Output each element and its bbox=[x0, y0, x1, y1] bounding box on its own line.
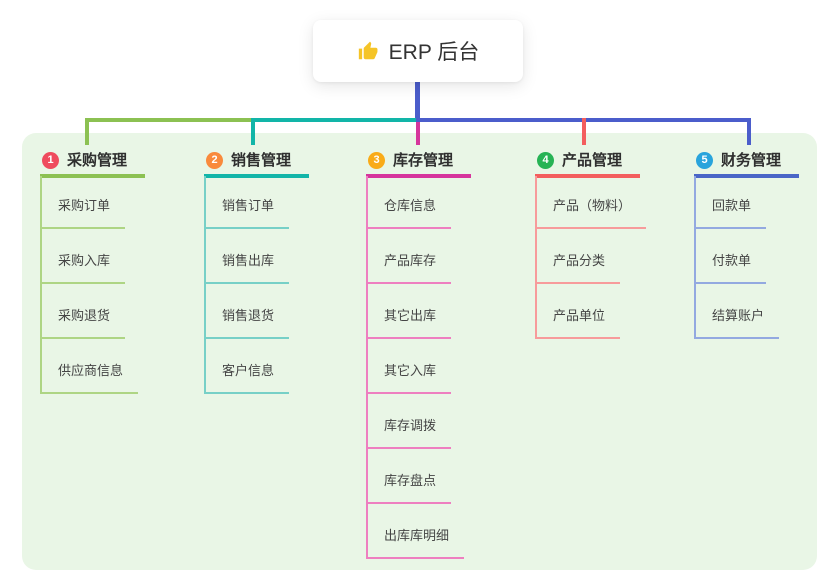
branch-children: 产品（物料） 产品分类产品单位 bbox=[535, 178, 647, 339]
connector-segment-green bbox=[85, 118, 253, 122]
child-node[interactable]: 销售退货 bbox=[204, 307, 290, 339]
child-node[interactable]: 其它入库 bbox=[366, 362, 452, 394]
child-node[interactable]: 采购订单 bbox=[40, 197, 126, 229]
root-node[interactable]: ERP 后台 bbox=[313, 20, 523, 82]
child-node[interactable]: 销售订单 bbox=[204, 197, 290, 229]
branch-label: 销售管理 bbox=[231, 152, 292, 169]
child-node[interactable]: 其它出库 bbox=[366, 307, 452, 339]
branch-trunk-line bbox=[535, 176, 537, 339]
branch-header-inventory[interactable]: 3 库存管理 bbox=[366, 152, 472, 178]
branch-number-badge: 2 bbox=[206, 152, 223, 169]
child-node[interactable]: 产品（物料） bbox=[535, 197, 647, 229]
child-node[interactable]: 产品库存 bbox=[366, 252, 452, 284]
branch-children: 仓库信息产品库存其它出库其它入库库存调拨库存盘点出库库明细 bbox=[366, 178, 471, 559]
branch-purchase: 1 采购管理 采购订单采购入库采购退货供应商信息 bbox=[40, 150, 146, 394]
child-node[interactable]: 出库库明细 bbox=[366, 527, 465, 559]
child-node[interactable]: 产品分类 bbox=[535, 252, 621, 284]
drop-line-purchase bbox=[85, 118, 89, 145]
branch-number-badge: 1 bbox=[42, 152, 59, 169]
child-node[interactable]: 采购退货 bbox=[40, 307, 126, 339]
branch-header-sales[interactable]: 2 销售管理 bbox=[204, 152, 310, 178]
branch-finance: 5 财务管理 回款单付款单结算账户 bbox=[694, 150, 800, 339]
connector-segment-teal bbox=[253, 118, 416, 122]
child-node[interactable]: 销售出库 bbox=[204, 252, 290, 284]
branch-children: 销售订单销售出库销售退货客户信息 bbox=[204, 178, 309, 394]
branch-number-badge: 4 bbox=[537, 152, 554, 169]
branch-label: 采购管理 bbox=[67, 152, 128, 169]
drop-line-sales bbox=[251, 118, 255, 145]
child-node[interactable]: 供应商信息 bbox=[40, 362, 139, 394]
child-node[interactable]: 仓库信息 bbox=[366, 197, 452, 229]
thumbs-up-icon bbox=[357, 40, 379, 62]
child-node[interactable]: 产品单位 bbox=[535, 307, 621, 339]
branch-trunk-line bbox=[40, 176, 42, 394]
branch-sales: 2 销售管理 销售订单销售出库销售退货客户信息 bbox=[204, 150, 310, 394]
branch-children: 回款单付款单结算账户 bbox=[694, 178, 799, 339]
branch-product: 4 产品管理 产品（物料） 产品分类产品单位 bbox=[535, 150, 647, 339]
branch-header-product[interactable]: 4 产品管理 bbox=[535, 152, 641, 178]
branch-label: 财务管理 bbox=[721, 152, 782, 169]
branch-trunk-line bbox=[366, 176, 368, 559]
child-node[interactable]: 采购入库 bbox=[40, 252, 126, 284]
root-title: ERP 后台 bbox=[388, 41, 480, 64]
branch-number-badge: 3 bbox=[368, 152, 385, 169]
branch-number-badge: 5 bbox=[696, 152, 713, 169]
branch-trunk-line bbox=[204, 176, 206, 394]
drop-line-finance bbox=[747, 118, 751, 145]
child-node[interactable]: 客户信息 bbox=[204, 362, 290, 394]
child-node[interactable]: 库存调拨 bbox=[366, 417, 452, 449]
child-node[interactable]: 付款单 bbox=[694, 252, 767, 284]
root-connector-line bbox=[415, 82, 420, 118]
branch-header-purchase[interactable]: 1 采购管理 bbox=[40, 152, 146, 178]
branches-background-panel bbox=[22, 133, 817, 570]
branch-children: 采购订单采购入库采购退货供应商信息 bbox=[40, 178, 145, 394]
branch-inventory: 3 库存管理 仓库信息产品库存其它出库其它入库库存调拨库存盘点出库库明细 bbox=[366, 150, 472, 559]
branch-label: 产品管理 bbox=[562, 152, 623, 169]
child-node[interactable]: 结算账户 bbox=[694, 307, 780, 339]
child-node[interactable]: 回款单 bbox=[694, 197, 767, 229]
drop-line-product bbox=[582, 118, 586, 145]
drop-line-inventory bbox=[416, 122, 420, 145]
child-node[interactable]: 库存盘点 bbox=[366, 472, 452, 504]
branch-label: 库存管理 bbox=[393, 152, 454, 169]
branch-trunk-line bbox=[694, 176, 696, 339]
branch-header-finance[interactable]: 5 财务管理 bbox=[694, 152, 800, 178]
